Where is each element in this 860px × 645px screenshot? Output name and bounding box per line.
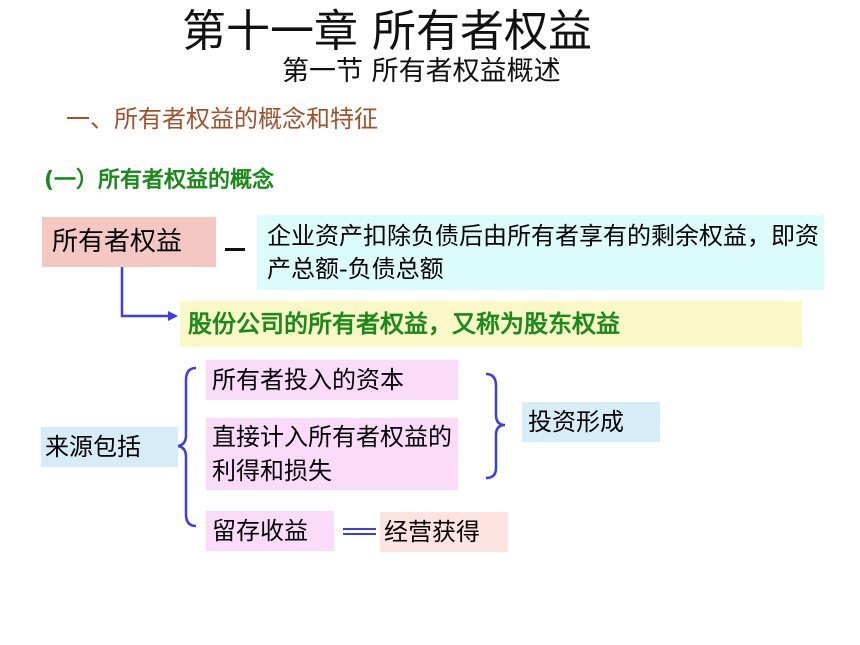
heading-concept: (一）所有者权益的概念 (44, 168, 275, 193)
term-box: 所有者权益 (42, 217, 216, 267)
invest-formed-box: 投资形成 (522, 402, 660, 442)
sources-label-box: 来源包括 (41, 427, 178, 467)
heading-concept-features: 一、所有者权益的概念和特征 (66, 105, 378, 133)
chapter-title: 第十一章 所有者权益 (182, 6, 592, 57)
alias-arrow-head (168, 311, 178, 321)
invest-brace-right (485, 372, 506, 480)
dash-separator (225, 248, 245, 251)
alias-box: 股份公司的所有者权益，又称为股东权益 (180, 301, 802, 347)
source-item-retained-earnings: 留存收益 (206, 511, 334, 551)
alias-arrow (120, 267, 168, 318)
source-item-capital: 所有者投入的资本 (206, 360, 458, 400)
section-title: 第一节 所有者权益概述 (282, 56, 561, 87)
sources-brace-left (175, 366, 197, 528)
operation-gained-box: 经营获得 (380, 512, 508, 552)
definition-box: 企业资产扣除负债后由所有者享有的剩余权益，即资产总额-负债总额 (257, 215, 824, 290)
source-item-gains-losses: 直接计入所有者权益的利得和损失 (206, 418, 458, 490)
